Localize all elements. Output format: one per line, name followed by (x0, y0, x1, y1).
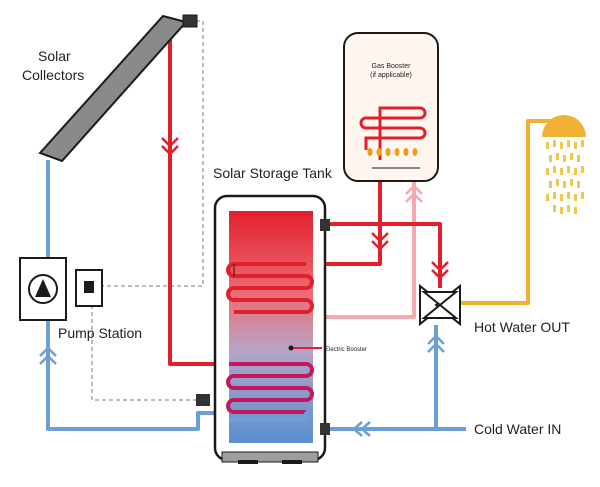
solar-storage-tank (213, 194, 327, 464)
mixing-valve-icon (419, 283, 461, 327)
tank-bottom-coil (226, 362, 314, 414)
solar-collectors-label: Solar (38, 48, 71, 64)
flow-arrow-booster-up (405, 184, 423, 203)
tank-outlet-connector (320, 219, 330, 231)
tank-top-coil (226, 262, 314, 314)
shower-head-icon (542, 115, 586, 137)
burner-flames (367, 148, 418, 156)
flow-arrow-collector-down (161, 137, 179, 156)
gas-booster-label: Gas Booster (372, 63, 412, 70)
coil-sensor-connector (196, 394, 210, 406)
shower-water-drops (546, 140, 584, 214)
gas-booster-coil (359, 106, 427, 160)
tank-inlet-connector (320, 423, 330, 435)
solar-storage-tank-label: Solar Storage Tank (213, 165, 333, 181)
gas-booster (343, 32, 439, 182)
flow-arrow-valve-down (431, 261, 449, 280)
cold-water-pipes (46, 160, 466, 431)
flow-arrow-valve-up (427, 334, 445, 353)
electric-booster-label: Electric Booster (325, 347, 367, 353)
solar-collectors-label-line2: Collectors (22, 67, 84, 83)
pump-station (19, 257, 103, 321)
flow-arrow-cold-in (352, 421, 371, 437)
flow-arrow-pump-up (39, 346, 57, 365)
pump-station-label: Pump Station (58, 325, 142, 341)
hot-water-out-label: Hot Water OUT (474, 319, 570, 335)
control-wires (91, 20, 204, 401)
hot-water-out-pipe (460, 119, 564, 305)
gas-booster-label-line2: (if applicable) (370, 72, 412, 79)
solar-collector-panel (38, 14, 198, 163)
flow-arrow-booster-down (371, 232, 389, 251)
cold-water-in-label: Cold Water IN (474, 421, 561, 437)
